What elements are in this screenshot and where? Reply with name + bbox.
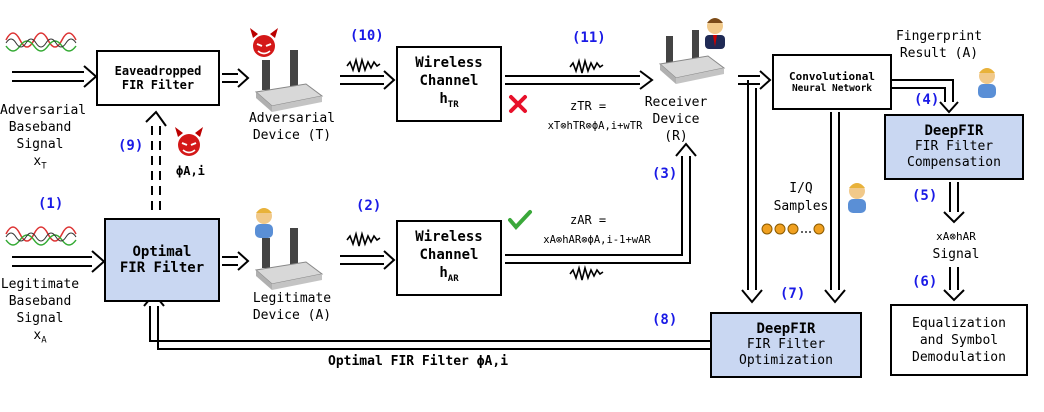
step-number: (5): [912, 188, 938, 204]
step-number: (6): [912, 274, 938, 290]
box-line: FIR Filter: [746, 337, 826, 352]
noise-waveform-icon: [346, 56, 381, 73]
arrow-chan-tr-to-receiver: [505, 70, 654, 90]
box-line: Channel: [419, 247, 479, 264]
step-number: (11): [572, 30, 606, 46]
box-line: Demodulation: [912, 349, 1006, 365]
arrow-dashed-opt-to-eav: [145, 110, 167, 210]
arrow-signal-to-eq: [943, 267, 965, 302]
channel-symbol: hTR: [439, 91, 459, 110]
user-icon: [848, 183, 866, 213]
arrow-fingerprint-to-comp: [892, 79, 959, 114]
box-line: Compensation: [907, 155, 1001, 170]
arrow-receiver-to-cnn: [738, 70, 772, 90]
signal-wave-icon: [5, 32, 77, 52]
box-line: Optimal: [132, 244, 192, 260]
step-number: (1): [38, 196, 64, 212]
deepfir-compensation-box: DeepFIR FIR Filter Compensation: [884, 114, 1024, 180]
box-line: Convolutional: [788, 70, 876, 83]
arrow-comp-to-signal: [943, 182, 965, 224]
arrow-cnn-to-deepfir-opt: [824, 112, 846, 304]
step-number: (9): [118, 138, 144, 154]
arrow-leg-device-to-chan: [340, 250, 396, 270]
user-icon: [978, 68, 996, 98]
z-ar-equation: zAR = xA⊗hAR⊗ϕA,i-1+wAR: [543, 213, 651, 246]
dots-icon: [761, 223, 825, 235]
box-line: FIR Filter: [914, 139, 994, 154]
noise-waveform-icon: [346, 230, 381, 247]
arrow-adv-signal-to-eav: [12, 65, 98, 88]
equalization-box: Equalization and Symbol Demodulation: [890, 304, 1028, 376]
step-number: (2): [356, 198, 382, 214]
box-line: Wireless: [415, 229, 483, 246]
wireless-channel-ar-box: Wireless Channel hAR: [396, 220, 502, 296]
box-line: Neural Network: [791, 83, 873, 94]
cross-icon: [509, 95, 527, 113]
arrow-eav-to-adv-device: [222, 68, 250, 88]
wireless-channel-tr-box: Wireless Channel hTR: [396, 46, 502, 122]
channel-symbol: hAR: [439, 265, 459, 284]
box-title: DeepFIR: [924, 123, 984, 139]
z-tr-equation: zTR = xT⊗hTR⊗ϕA,i+wTR: [547, 99, 643, 132]
box-line: FIR Filter: [121, 78, 195, 92]
phi-adversary-label: ϕA,i: [176, 164, 205, 178]
noise-waveform-icon: [569, 57, 604, 74]
devil-icon: [175, 127, 203, 156]
signal-wave-icon: [5, 226, 77, 246]
step-number: (3): [652, 166, 678, 182]
arrow-adv-device-to-chan: [340, 70, 396, 90]
router-icon: [254, 50, 324, 112]
box-line: FIR Filter: [119, 260, 205, 276]
deepfir-optimization-box: DeepFIR FIR Filter Optimization: [710, 312, 862, 378]
eavesdropped-filter-box: Eaveadropped FIR Filter: [96, 50, 220, 106]
step-number: (4): [914, 92, 940, 108]
router-icon: [254, 228, 324, 290]
box-line: Channel: [419, 73, 479, 90]
arrow-opt-to-leg-device: [222, 251, 250, 271]
arrow-chan-ar-to-receiver: [505, 142, 697, 264]
box-line: Wireless: [415, 55, 483, 72]
noise-waveform-icon: [569, 264, 604, 281]
step-number: (7): [780, 286, 806, 302]
box-line: Equalization: [912, 315, 1006, 331]
box-line: Eaveadropped: [114, 64, 202, 78]
user-icon: [255, 208, 273, 238]
box-line: Optimization: [739, 353, 833, 368]
user-icon: [705, 18, 725, 49]
router-icon: [658, 30, 726, 84]
box-title: DeepFIR: [756, 321, 816, 337]
optimal-filter-feedback-label: Optimal FIR Filter ϕA,i: [328, 354, 509, 369]
arrow-receiver-to-deepfir-opt: [741, 80, 763, 304]
devil-icon: [250, 28, 278, 57]
arrow-leg-signal-to-opt: [12, 250, 106, 273]
optimal-filter-box: Optimal FIR Filter: [104, 218, 220, 302]
step-number: (10): [350, 28, 384, 44]
box-line: and Symbol: [919, 332, 999, 348]
cnn-box: Convolutional Neural Network: [772, 54, 892, 110]
arrow-feedback-to-opt: [143, 292, 710, 350]
check-icon: [508, 210, 532, 230]
step-number: (8): [652, 312, 678, 328]
